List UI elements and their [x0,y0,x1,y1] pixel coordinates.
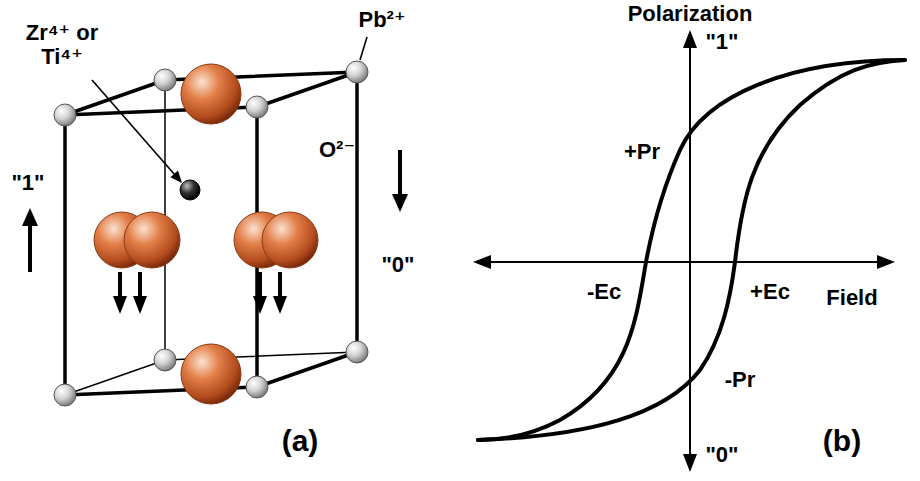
arrow-head [683,30,697,48]
arrow-head [473,255,491,269]
arrow-head [253,296,267,314]
oxygen-ions [94,64,318,404]
ion-label: Zr⁴⁺ or Ti⁴⁺ [12,21,112,69]
axes [473,30,895,472]
lead-ion [346,61,368,83]
ion-label: O²⁻ [319,138,355,162]
lead-ion [154,69,176,91]
state-label: "0" [705,443,738,467]
lead-ion [54,384,76,406]
oxygen-ion [124,212,180,268]
cell-edge [355,72,359,352]
arrow-head [170,171,182,183]
lead-ion [246,96,268,118]
field-axis [482,261,886,263]
cell-edge [257,72,357,107]
lead-ion [54,104,76,126]
state-label: "1" [11,171,44,195]
cell-edge [257,352,357,387]
arrow-shaft [278,272,282,298]
panel-label: (a) [282,424,319,457]
state-label: "1" [705,30,738,54]
ion-label: Pb²⁺ [358,8,405,32]
arrow-head [22,208,38,226]
cell-edge [63,115,67,395]
lead-ions [54,61,368,406]
leader-line [92,80,175,175]
arrow-head [683,454,697,472]
panel-label: (b) [823,424,861,457]
oxygen-ion [181,344,241,404]
axis-title: Polarization [628,2,753,26]
loop-branch [478,60,905,440]
leader-lines [92,37,367,183]
loop-branch [478,60,905,440]
lead-ion [246,376,268,398]
arrow-shaft [258,272,262,298]
b-site-ion [180,180,200,200]
arrow-shaft [118,272,122,298]
axis-title: Field [826,286,877,310]
arrow-shaft [138,272,142,298]
leader-line [360,37,367,60]
coercive-field: -Ec [587,280,621,304]
arrow-head [392,194,408,212]
coercive-field: +Ec [750,280,790,304]
oxygen-ion [181,64,241,124]
arrow-head [273,296,287,314]
remanent-polarization: +Pr [624,140,660,164]
lead-ion [346,341,368,363]
hysteresis-loop [478,60,905,440]
arrow-head [133,296,147,314]
arrow-head [113,296,127,314]
polarization-axis [689,40,691,462]
oxygen-ion [262,212,318,268]
state-arrow [28,222,32,272]
displacement-arrows [22,150,408,314]
lead-ion [154,349,176,371]
state-arrow [398,150,402,198]
arrow-head [877,255,895,269]
state-label: "0" [381,253,414,277]
remanent-polarization: -Pr [725,368,756,392]
